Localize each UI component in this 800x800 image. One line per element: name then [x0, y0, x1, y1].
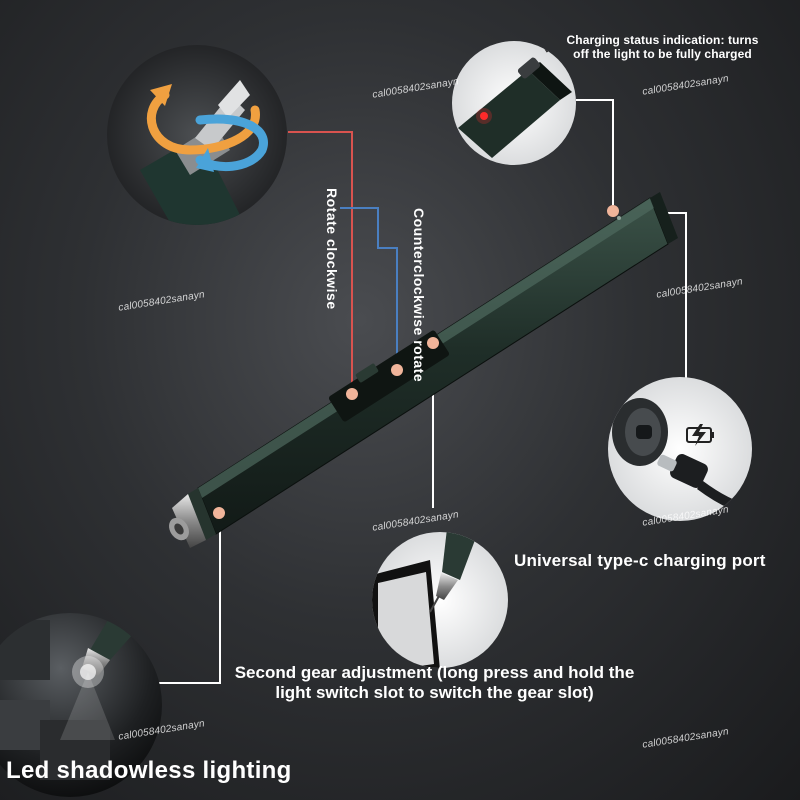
- rotation-arrows-icon: [146, 84, 268, 172]
- pen-end-cap: [650, 192, 678, 244]
- pen-front-collar: [188, 488, 216, 540]
- led-leader-line: [152, 513, 221, 684]
- battery-charging-icon: [686, 424, 714, 446]
- switch-panel: [328, 330, 450, 422]
- charging-port-label: Universal type-c charging port: [514, 551, 766, 570]
- charging-port-detail-circle: [608, 377, 752, 521]
- led-indicator-icon: [480, 112, 488, 120]
- led-lighting-label: Led shadowless lighting: [6, 757, 292, 784]
- gear-adjustment-label: Second gear adjustment (long press and h…: [234, 663, 635, 702]
- port-leader-line: [665, 212, 687, 390]
- status-led: [617, 216, 621, 220]
- callout-dots: [213, 205, 619, 519]
- charging-status-label: Charging status indication: turns off th…: [566, 33, 759, 61]
- bit-holder: [172, 494, 206, 548]
- status-detail-circle: [452, 41, 576, 165]
- counterclockwise-label: Counterclockwise rotate: [411, 208, 427, 383]
- status-leader-line: [576, 99, 614, 205]
- counterclockwise-leader-line: [340, 207, 398, 372]
- gear-detail-circle: [372, 532, 508, 668]
- screwdriver-pen: [169, 192, 678, 548]
- rotate-clockwise-label: Rotate clockwise: [324, 188, 340, 310]
- led-detail-circle: [0, 613, 162, 797]
- rotation-detail-circle: [107, 45, 287, 225]
- rotate-leader-line: [288, 131, 353, 388]
